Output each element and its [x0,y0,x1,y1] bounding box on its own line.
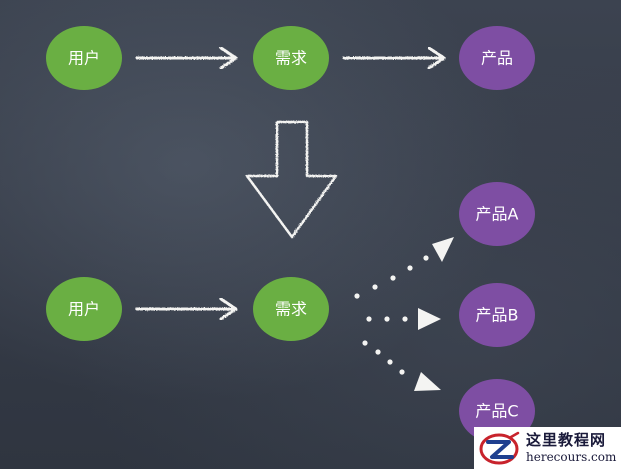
node-product-a-label: 产品A [476,205,519,224]
node-top-demand: 需求 [253,26,329,90]
arrow-top-demand-product-head [427,46,446,70]
arrow-top-user-demand-head [219,46,238,70]
watermark-url: herecours.com [526,450,617,464]
node-top-demand-label: 需求 [275,49,307,68]
node-top-demand-circle [253,26,329,90]
dotted-arrow-b-head [418,308,441,330]
arrow-bottom-user-demand [135,297,238,321]
dot-a-5 [423,255,429,261]
node-bottom-demand-circle [253,277,329,341]
arrow-bottom-user-demand-head [219,297,238,321]
dotted-arrow-to-product-b [366,308,441,330]
node-product-b-label: 产品B [476,306,519,325]
node-bottom-user-label: 用户 [68,300,100,319]
dot-c-1 [362,340,368,346]
node-product-b: 产品B [459,283,535,347]
node-top-user: 用户 [46,26,122,90]
dot-b-2 [384,316,390,322]
node-top-user-circle [46,26,122,90]
dot-a-4 [407,265,413,271]
dot-a-3 [390,275,396,281]
node-bottom-user-circle [46,277,122,341]
node-bottom-demand: 需求 [253,277,329,341]
arrow-top-user-demand [135,46,238,70]
watermark-title: 这里教程网 [526,431,607,449]
dot-c-3 [387,359,393,365]
dotted-arrow-to-product-a [354,237,454,299]
big-down-arrow-outline [245,120,338,239]
dot-c-2 [375,349,381,355]
dotted-arrow-a-head [432,237,454,262]
node-product-a: 产品A [459,182,535,246]
dot-c-4 [399,369,405,375]
dot-a-1 [354,293,360,299]
node-bottom-demand-label: 需求 [275,300,307,319]
arrow-top-demand-product [342,46,446,70]
node-product-c-label: 产品C [475,402,518,421]
site-logo-icon [479,431,520,465]
node-top-product: 产品 [459,26,535,90]
node-top-product-circle [459,26,535,90]
node-top-product-label: 产品 [481,49,513,68]
dotted-arrow-to-product-c [362,340,441,391]
site-watermark: 这里教程网 herecours.com [474,427,621,469]
watermark-text: 这里教程网 herecours.com [526,431,617,464]
dot-b-1 [366,316,372,322]
top-row: 用户 需求 产品 [46,26,535,90]
node-product-a-circle [459,182,535,246]
node-product-b-circle [459,283,535,347]
dot-a-2 [372,284,378,290]
dotted-arrow-c-head [414,372,441,391]
node-top-user-label: 用户 [68,49,100,68]
dot-b-3 [402,316,408,322]
node-bottom-user: 用户 [46,277,122,341]
big-down-arrow [245,120,338,239]
bottom-row: 用户 需求 [46,182,535,443]
